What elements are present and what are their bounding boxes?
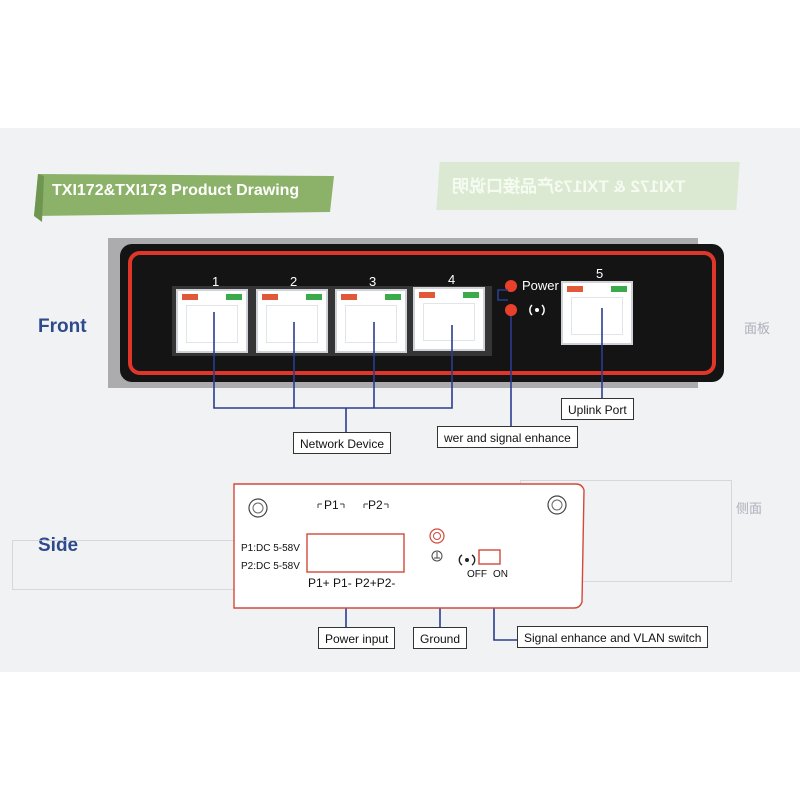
signal-led — [505, 304, 517, 316]
callout-uplink-port: Uplink Port — [561, 398, 634, 420]
port-number-1: 1 — [212, 274, 220, 289]
port-number-3: 3 — [369, 274, 377, 289]
spec-p1: P1:DC 5-58V — [241, 543, 300, 554]
rj45-port-5 — [561, 281, 633, 345]
callout-power-input: Power input — [318, 627, 396, 649]
port-number-5: 5 — [596, 266, 604, 281]
p1-label: P1 — [324, 498, 339, 512]
callout-signal-vlan: Signal enhance and VLAN switch — [517, 626, 709, 648]
signal-enhance-icon — [529, 304, 545, 316]
spec-p2: P2:DC 5-58V — [241, 561, 300, 572]
power-led-label: Power — [522, 278, 559, 293]
ghost-side-cn: 侧面 — [736, 501, 763, 516]
rj45-port-3 — [335, 289, 407, 353]
power-led — [505, 280, 517, 292]
switch-on-label: ON — [493, 569, 508, 580]
page-title: TXI172&TXI173 Product Drawing — [52, 182, 300, 199]
p2-label: P2 — [368, 498, 383, 512]
side-signal-icon — [458, 554, 476, 566]
switch-off-label: OFF — [467, 569, 487, 580]
port-number-2: 2 — [290, 274, 298, 289]
title-banner — [34, 174, 334, 222]
rj45-port-1 — [176, 289, 248, 353]
port-number-4: 4 — [448, 272, 456, 287]
front-label: Front — [38, 316, 87, 337]
ghost-front-cn: 面板 — [744, 321, 771, 336]
rj45-port-2 — [256, 289, 328, 353]
terminal-labels: P1+ P1- P2+P2- — [308, 576, 396, 590]
callout-network-device: Network Device — [293, 432, 392, 454]
callout-power-signal: wer and signal enhance — [437, 426, 578, 448]
rj45-port-4 — [413, 287, 485, 351]
callout-ground: Ground — [413, 627, 468, 649]
